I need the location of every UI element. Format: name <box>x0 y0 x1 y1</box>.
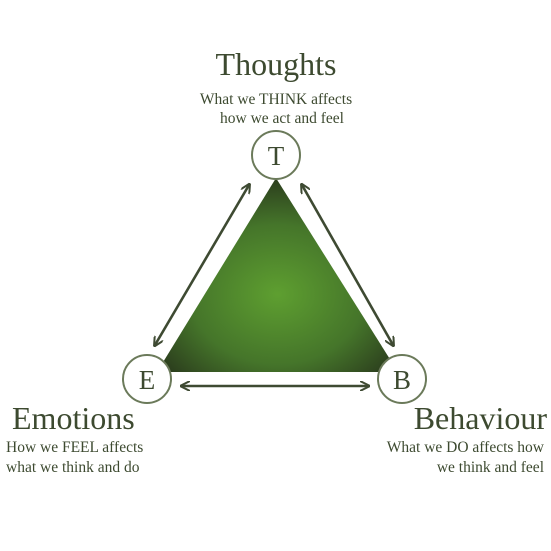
arrow-thoughts-emotions <box>155 185 249 345</box>
thoughts-desc-line2: how we act and feel <box>220 110 344 127</box>
behaviour-title: Behaviour <box>414 400 548 436</box>
emotions-node-circle <box>122 354 172 404</box>
behaviour-node-circle <box>377 354 427 404</box>
emotions-desc-line2: what we think and do <box>6 459 140 476</box>
thoughts-letter: T <box>268 141 285 171</box>
central-triangle <box>157 178 398 372</box>
emotions-letter: E <box>139 365 156 395</box>
node-behaviour: B Behaviour What we DO affects how we th… <box>377 354 548 476</box>
thoughts-node-circle <box>251 130 301 180</box>
behaviour-desc-line2: we think and feel <box>437 459 544 476</box>
behaviour-letter: B <box>393 365 411 395</box>
node-emotions: E Emotions How we FEEL affects what we t… <box>6 354 172 476</box>
thoughts-title: Thoughts <box>216 46 337 82</box>
node-thoughts: T Thoughts What we THINK affects how we … <box>200 46 352 180</box>
emotions-title: Emotions <box>12 400 135 436</box>
arrow-thoughts-behaviour <box>302 185 393 345</box>
thoughts-desc-line1: What we THINK affects <box>200 91 352 108</box>
emotions-desc-line1: How we FEEL affects <box>6 439 143 456</box>
behaviour-desc-line1: What we DO affects how <box>387 439 545 456</box>
